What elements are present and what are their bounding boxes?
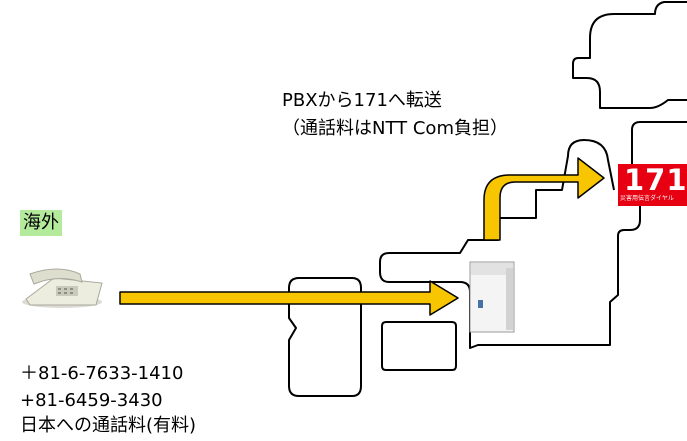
map-honshu-outline: [379, 121, 687, 349]
telephone-icon: [22, 268, 103, 308]
disaster-message-dial-logo: 171 災害用伝言ダイヤル: [618, 164, 687, 206]
map-shikoku-outline: [381, 321, 457, 371]
curved-arrow-icon: [483, 157, 605, 241]
transfer-caption-line-2: （通話料はNTT Com負担）: [282, 118, 508, 139]
call-charge-note: 日本への通話料(有料): [20, 415, 197, 436]
logo-number: 171: [624, 164, 687, 197]
phone-number-1: ＋81-6-7633-1410: [20, 363, 184, 384]
map-hokkaido-outline: [572, 1, 687, 109]
pbx-server-icon: [469, 261, 515, 333]
logo-subtitle: 災害用伝言ダイヤル: [620, 195, 674, 202]
map-kyushu-outline: [288, 277, 362, 397]
overseas-label: 海外: [20, 210, 62, 236]
transfer-caption-line-1: PBXから171へ転送: [282, 90, 442, 111]
phone-number-2: +81-6459-3430: [20, 390, 163, 411]
arrow-right-icon: [119, 280, 459, 316]
